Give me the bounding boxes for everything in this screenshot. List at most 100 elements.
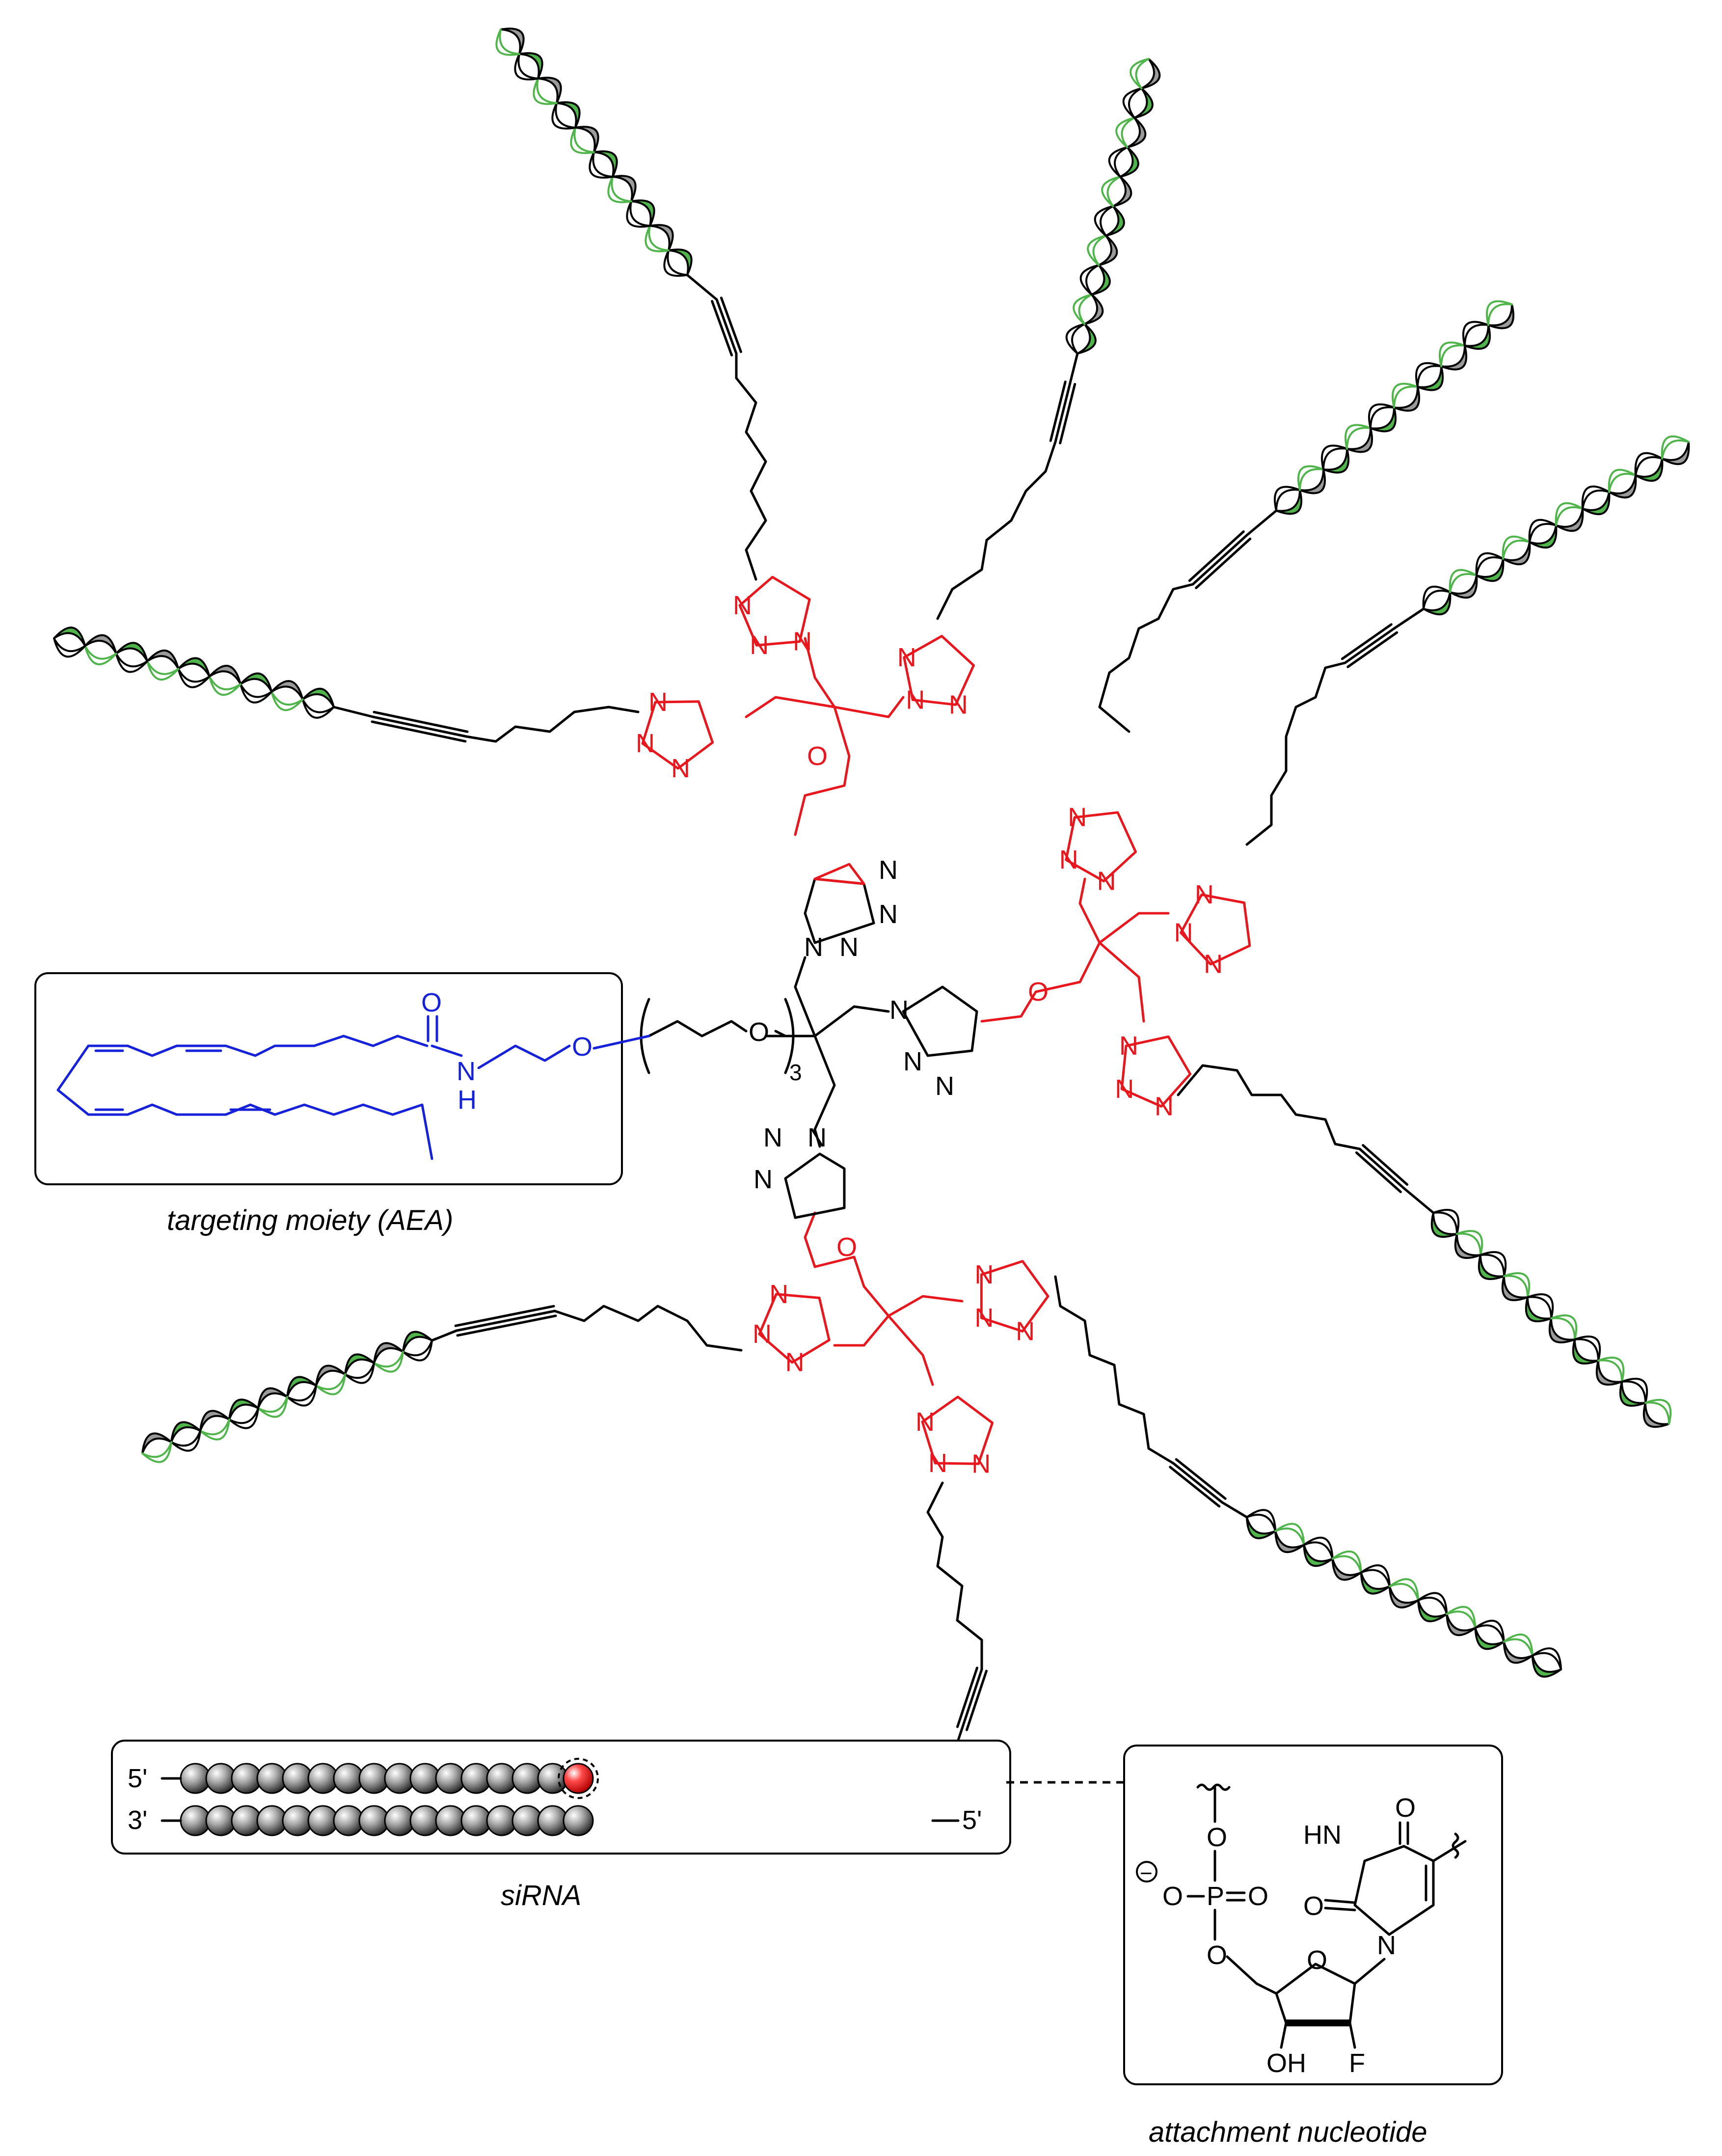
alkyne-bond	[956, 1666, 979, 1728]
atom-n: N	[636, 729, 655, 758]
label-5prime-top: 5'	[128, 1764, 147, 1793]
helix-ribbon	[1105, 205, 1125, 237]
alkyne-bond	[454, 1305, 555, 1327]
alkyne-bond	[372, 715, 468, 738]
atom-o: O	[749, 1017, 769, 1047]
triazole-ring	[738, 575, 811, 647]
alkyne-bond	[1355, 1151, 1402, 1193]
helix-ribbon	[240, 672, 273, 693]
alkyl-chain	[1177, 1064, 1361, 1150]
alkyne-bond	[1169, 1466, 1221, 1508]
sirna-duplex	[180, 1758, 599, 1836]
triazole-ring	[1065, 811, 1137, 883]
helix-ribbon	[1087, 235, 1107, 266]
base-n1: N	[1377, 1931, 1396, 1960]
atom-n: N	[769, 1280, 788, 1309]
alkyne-bond	[456, 1314, 557, 1337]
atom-n: N	[1068, 803, 1087, 832]
atom-n: N	[949, 690, 968, 719]
alkyne-bond	[1054, 382, 1072, 443]
triazole-ring	[758, 1293, 831, 1364]
helix-ribbon	[301, 687, 335, 708]
atom-n: N	[753, 1319, 772, 1349]
atom-n: N	[785, 1348, 805, 1377]
helix-ribbon	[1485, 300, 1513, 326]
alkyne-bond	[1049, 381, 1067, 442]
atom-n: N	[971, 1449, 991, 1478]
atom-n: N	[879, 855, 898, 885]
linker-bond	[833, 696, 905, 718]
central-core	[764, 956, 890, 1148]
alkyne-bond	[1188, 530, 1245, 582]
label-3prime-bottom: 3'	[128, 1805, 147, 1835]
atom-n: N	[839, 932, 859, 962]
linker-bond	[804, 1211, 964, 1317]
ring-o: O	[1307, 1945, 1327, 1975]
dna-helix	[1246, 1509, 1562, 1678]
helix-ribbon	[1073, 294, 1093, 325]
alkyne-linkers	[332, 273, 1435, 1774]
helix-ribbon	[1079, 264, 1100, 296]
atom-n: N	[1195, 880, 1214, 909]
helix-ribbon	[84, 634, 117, 655]
caption-targeting: targeting moiety (AEA)	[167, 1204, 453, 1236]
linker-bond	[794, 637, 851, 836]
atom-n: N	[974, 1260, 994, 1289]
helix-ribbon	[115, 653, 148, 673]
helix-ribbon	[1115, 117, 1135, 148]
helix-ribbon	[270, 680, 304, 701]
linker-bond	[887, 1314, 934, 1386]
base-o-left: O	[1303, 1891, 1324, 1921]
helix-ribbon	[1098, 235, 1118, 266]
helix-ribbon	[1101, 176, 1121, 207]
atom-n: N	[750, 630, 769, 660]
linker-bond	[833, 1314, 890, 1347]
helix-ribbon	[1130, 58, 1150, 89]
core-triazoles	[784, 863, 978, 1219]
alkyl-chain	[1069, 352, 1079, 384]
atom-n: N	[1059, 845, 1078, 874]
alkyl-chain	[1245, 661, 1346, 846]
nucleotide-bead	[563, 1805, 594, 1836]
triazole-ring	[641, 700, 714, 770]
atom-n: N	[1097, 867, 1116, 896]
phosphate-p: P	[1207, 1882, 1224, 1911]
sugar-f: F	[1349, 2048, 1365, 2078]
atom-n: N	[804, 932, 823, 962]
alkyl-chain	[332, 706, 375, 718]
dna-helix	[1430, 1209, 1672, 1428]
attachment-nucleotide-panel: O P O − O O O OH F N HN O O attachment	[1123, 1745, 1503, 2148]
phosphate-o-top: O	[1207, 1823, 1227, 1852]
triazole-ring	[921, 1395, 994, 1465]
helix-ribbon	[177, 668, 211, 688]
helix-ribbon	[240, 683, 273, 704]
caption-attachment: attachment nucleotide	[1149, 2116, 1427, 2148]
atom-n: N	[906, 685, 925, 714]
alkyl-chain	[1221, 1501, 1248, 1519]
label-5prime-bottom: 5'	[962, 1805, 982, 1835]
alkyne-bond	[371, 720, 467, 743]
linker-bond	[745, 696, 836, 718]
atom-n: N	[753, 1165, 773, 1194]
amide-n: N	[457, 1057, 476, 1086]
atom-n: N	[763, 1123, 782, 1152]
atom-n: N	[915, 1407, 935, 1437]
helix-ribbon	[146, 649, 180, 670]
helix-ribbon	[270, 690, 304, 711]
alkyne-bond	[1195, 537, 1252, 589]
helix-ribbon	[1140, 58, 1161, 89]
atom-n: N	[1204, 950, 1223, 979]
attachment-bead	[563, 1763, 594, 1794]
helix-ribbon	[1094, 205, 1114, 237]
alkyl-chain	[553, 1305, 743, 1352]
caption-sirna: siRNA	[501, 1880, 581, 1911]
dna-helix	[495, 27, 693, 277]
dna-helix	[1422, 435, 1690, 616]
atom-n: N	[974, 1303, 994, 1333]
atom-o: O	[836, 1232, 857, 1262]
atom-o: O	[1028, 977, 1049, 1007]
alkyne-bond	[1358, 1147, 1405, 1190]
atom-n: N	[879, 900, 898, 929]
helix-ribbon	[1112, 176, 1132, 207]
alkyne-bond	[1341, 623, 1393, 660]
